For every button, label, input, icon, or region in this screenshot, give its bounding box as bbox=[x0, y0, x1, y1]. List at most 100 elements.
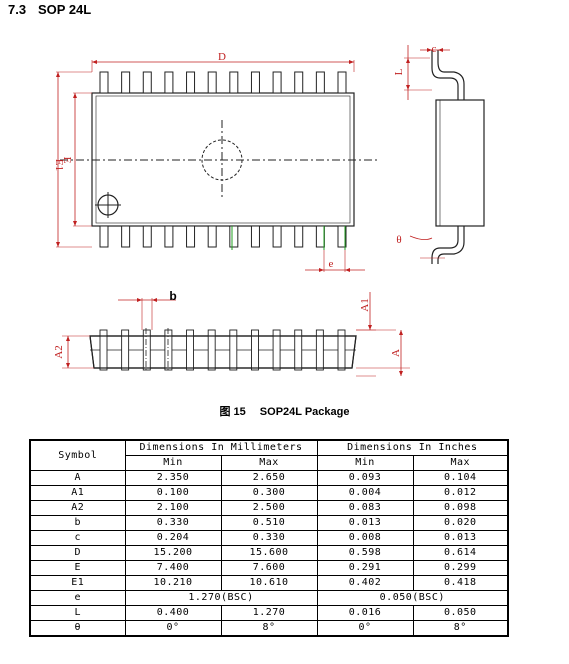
dim-label-L: L bbox=[393, 68, 405, 75]
in-min-cell: 0.402 bbox=[316, 575, 414, 591]
arrow-head bbox=[406, 58, 410, 63]
in-max-cell: 0.418 bbox=[412, 575, 510, 591]
dim-label-A1: A1 bbox=[359, 298, 371, 311]
dim-label-A2: A2 bbox=[53, 345, 65, 358]
side-pin bbox=[315, 329, 324, 371]
mm-group-header: Dimensions In Millimeters bbox=[124, 439, 318, 456]
mm-max-cell: 7.600 bbox=[220, 560, 318, 576]
symbol-cell: D bbox=[29, 545, 126, 561]
mm-max-cell: 8° bbox=[220, 620, 318, 637]
in-min-cell: 0.004 bbox=[316, 485, 414, 501]
dim-label-A: A bbox=[390, 349, 402, 357]
side-pin bbox=[337, 329, 346, 371]
pin-bottom bbox=[294, 225, 304, 248]
symbol-cell: L bbox=[29, 605, 126, 621]
arrow-head bbox=[345, 268, 350, 272]
table-subheader-row: Min Max Min Max bbox=[30, 455, 510, 471]
in-min-cell: 0.008 bbox=[316, 530, 414, 546]
side-pin bbox=[99, 329, 108, 371]
in-min-cell: 0.016 bbox=[316, 605, 414, 621]
symbol-cell: E bbox=[29, 560, 126, 576]
mm-max-cell: 0.510 bbox=[220, 515, 318, 531]
symbol-cell: b bbox=[29, 515, 126, 531]
pin-bottom bbox=[229, 225, 239, 248]
arrow-head bbox=[73, 93, 77, 98]
pin-top bbox=[229, 71, 239, 94]
gull-wing-lead-bottom bbox=[431, 226, 459, 264]
side-pin bbox=[272, 329, 281, 371]
pin-bottom bbox=[315, 225, 325, 248]
mm-min-cell: 7.400 bbox=[124, 560, 222, 576]
side-pin bbox=[142, 329, 151, 371]
end-view bbox=[404, 45, 485, 264]
mm-max-header: Max bbox=[220, 455, 318, 471]
arrow-head bbox=[92, 60, 97, 64]
side-pin bbox=[207, 329, 216, 371]
table-header-row: Symbol Dimensions In Millimeters Dimensi… bbox=[29, 439, 510, 471]
arrow-head bbox=[152, 298, 157, 302]
pin-bottom bbox=[250, 225, 260, 248]
arrow-head bbox=[137, 298, 142, 302]
arrow-head bbox=[427, 48, 432, 52]
pin-top bbox=[315, 71, 325, 94]
mm-min-cell: 15.200 bbox=[124, 545, 222, 561]
in-min-cell: 0° bbox=[316, 620, 414, 637]
pin-bottom bbox=[186, 225, 196, 248]
section-title: SOP 24L bbox=[38, 2, 92, 17]
in-max-cell: 0.098 bbox=[412, 500, 510, 516]
in-max-cell: 0.012 bbox=[412, 485, 510, 501]
dim-label-E: E bbox=[61, 157, 73, 164]
mm-min-cell: 0.400 bbox=[124, 605, 222, 621]
side-pin bbox=[164, 329, 173, 371]
pin-top bbox=[164, 71, 174, 94]
arrow-head bbox=[399, 371, 403, 376]
pin-top bbox=[186, 71, 196, 94]
mm-max-cell: 2.650 bbox=[220, 470, 318, 486]
side-pin bbox=[251, 329, 259, 371]
dim-arc-theta bbox=[409, 235, 433, 240]
pin-top bbox=[250, 71, 260, 94]
in-max-cell: 0.614 bbox=[412, 545, 510, 561]
in-max-cell: 0.299 bbox=[412, 560, 510, 576]
gull-wing-lead-top-inner bbox=[437, 50, 465, 100]
arrow-head bbox=[56, 242, 60, 247]
pin-top bbox=[207, 71, 217, 94]
arrow-head bbox=[66, 363, 70, 368]
mm-span-cell: 1.270(BSC) bbox=[124, 590, 318, 606]
arrow-head bbox=[349, 60, 354, 64]
mm-max-cell: 0.330 bbox=[220, 530, 318, 546]
pin-bottom bbox=[337, 225, 347, 248]
inch-group-header: Dimensions In Inches bbox=[316, 439, 510, 456]
in-max-cell: 0.050 bbox=[412, 605, 510, 621]
pin-top bbox=[272, 71, 282, 94]
mm-max-cell: 2.500 bbox=[220, 500, 318, 516]
side-pin bbox=[294, 329, 303, 371]
in-max-cell: 8° bbox=[412, 620, 510, 637]
pin-bottom bbox=[207, 225, 217, 248]
arrow-head bbox=[56, 72, 60, 77]
mm-min-header: Min bbox=[124, 455, 222, 471]
symbol-cell: A1 bbox=[29, 485, 126, 501]
pin-top bbox=[99, 71, 109, 94]
symbol-cell: A bbox=[29, 470, 126, 486]
dim-label-b: b bbox=[169, 289, 176, 303]
dim-label-theta: θ bbox=[396, 234, 401, 246]
symbol-cell: c bbox=[29, 530, 126, 546]
symbol-cell: θ bbox=[29, 620, 126, 637]
figure-number: 图 15 bbox=[219, 406, 246, 418]
in-max-header: Max bbox=[412, 455, 510, 471]
in-max-cell: 0.013 bbox=[412, 530, 510, 546]
symbol-cell: A2 bbox=[29, 500, 126, 516]
end-body bbox=[435, 99, 485, 227]
symbol-header: Symbol bbox=[29, 439, 126, 471]
in-max-cell: 0.104 bbox=[412, 470, 510, 486]
side-view bbox=[62, 292, 410, 377]
